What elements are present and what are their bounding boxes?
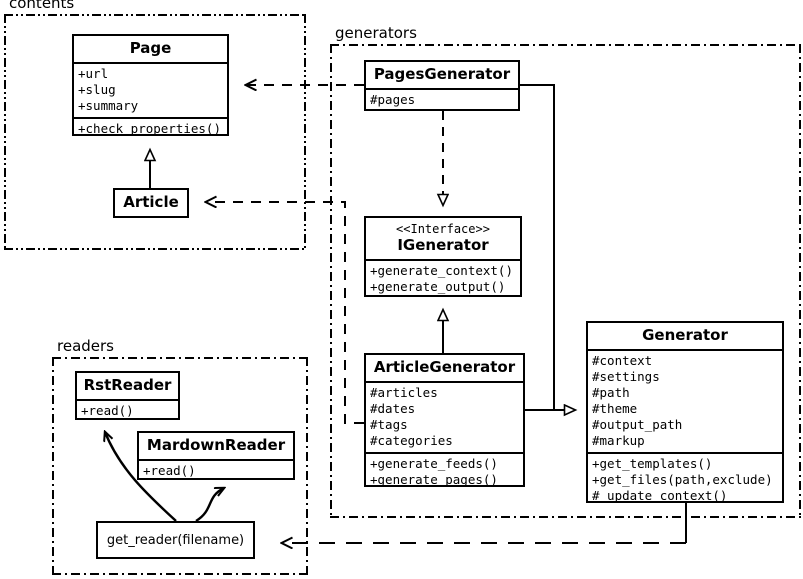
class-rstreader-title: RstReader	[83, 376, 172, 394]
attribute: #context	[592, 353, 653, 368]
function-get-reader[interactable]: get_reader(filename)	[96, 521, 255, 559]
attribute: +url	[78, 66, 109, 81]
attribute: #articles	[370, 385, 438, 400]
class-generator[interactable]: Generator #context #settings #path #them…	[586, 321, 784, 503]
class-mardownreader[interactable]: MardownReader +read()	[137, 431, 295, 480]
operation: +get_files(path,exclude)	[592, 472, 773, 487]
class-rstreader[interactable]: RstReader +read()	[75, 371, 180, 420]
attribute: #pages	[370, 92, 416, 107]
class-pagesgenerator-attributes: #pages	[366, 88, 518, 111]
operation: +generate_pages()	[370, 472, 498, 487]
operation: +read()	[81, 403, 134, 418]
class-page-title: Page	[129, 39, 172, 57]
class-igenerator-title: IGenerator	[397, 236, 489, 254]
attribute: #tags	[370, 417, 408, 432]
class-pagesgenerator[interactable]: PagesGenerator #pages	[364, 60, 520, 111]
attribute: +summary	[78, 98, 139, 113]
class-pagesgenerator-title: PagesGenerator	[373, 65, 511, 83]
attribute: +slug	[78, 82, 116, 97]
class-article-title: Article	[123, 193, 179, 211]
package-generators-label: generators	[332, 24, 420, 42]
class-article[interactable]: Article	[113, 188, 189, 218]
attribute: #theme	[592, 401, 638, 416]
class-igenerator-header: <<Interface>> IGenerator	[366, 218, 520, 259]
attribute: #dates	[370, 401, 416, 416]
class-articlegenerator-operations: +generate_feeds() +generate_pages()	[366, 452, 523, 491]
class-page-attributes: +url +slug +summary	[74, 62, 227, 117]
class-generator-title: Generator	[642, 326, 728, 344]
class-mardownreader-title: MardownReader	[146, 436, 286, 454]
class-igenerator-operations: +generate_context() +generate_output()	[366, 259, 520, 298]
operation: #_update_context()	[592, 488, 728, 503]
operation: +get_templates()	[592, 456, 713, 471]
operation: +check_properties()	[78, 121, 221, 136]
function-get-reader-label: get_reader(filename)	[106, 532, 245, 548]
operation: +generate_feeds()	[370, 456, 498, 471]
class-articlegenerator-attributes: #articles #dates #tags #categories	[366, 381, 523, 452]
operation: +generate_context()	[370, 263, 513, 278]
attribute: #output_path	[592, 417, 683, 432]
class-rstreader-operations: +read()	[77, 399, 178, 422]
class-page-operations: +check_properties()	[74, 117, 227, 140]
attribute: #path	[592, 385, 630, 400]
class-generator-operations: +get_templates() +get_files(path,exclude…	[588, 452, 782, 507]
class-generator-attributes: #context #settings #path #theme #output_…	[588, 349, 782, 452]
operation: +generate_output()	[370, 279, 506, 294]
attribute: #markup	[592, 433, 645, 448]
class-articlegenerator[interactable]: ArticleGenerator #articles #dates #tags …	[364, 353, 525, 487]
class-igenerator-stereotype: <<Interface>>	[396, 222, 490, 236]
class-articlegenerator-title: ArticleGenerator	[373, 358, 516, 376]
class-igenerator[interactable]: <<Interface>> IGenerator +generate_conte…	[364, 216, 522, 297]
attribute: #settings	[592, 369, 660, 384]
attribute: #categories	[370, 433, 453, 448]
package-contents-label: contents	[6, 0, 78, 12]
class-mardownreader-operations: +read()	[139, 459, 293, 482]
package-readers-label: readers	[54, 337, 117, 355]
operation: +read()	[143, 463, 196, 478]
class-page[interactable]: Page +url +slug +summary +check_properti…	[72, 34, 229, 136]
